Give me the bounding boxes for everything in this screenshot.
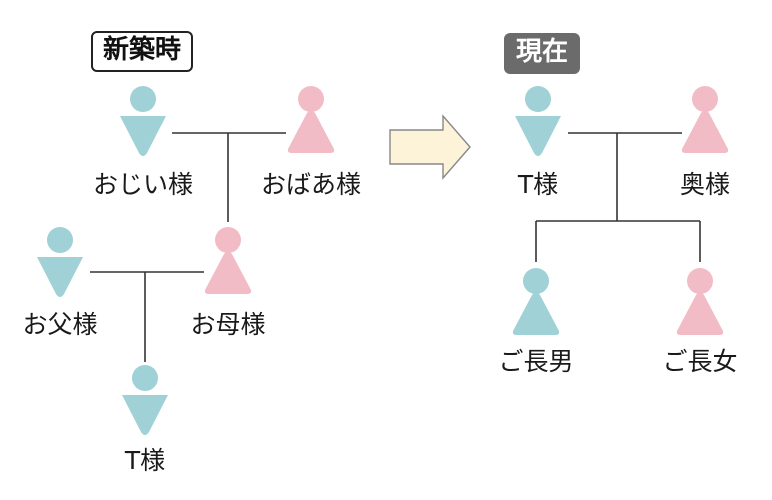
female-person-icon: [512, 268, 560, 335]
label-daughter: ご長女: [662, 347, 738, 376]
female-person-icon: [204, 227, 252, 294]
right-arrow-icon: [389, 114, 471, 180]
male-person-icon: [120, 86, 166, 156]
label-mother: お母様: [190, 310, 266, 339]
label-t-now: T様: [517, 170, 559, 199]
label-grandmother: おばあ様: [260, 170, 362, 199]
male-person-icon: [515, 86, 561, 156]
tag-then: 新築時: [91, 31, 194, 72]
connector-lines-now: [535, 132, 701, 262]
label-grandfather: おじい様: [92, 170, 194, 199]
female-person-icon: [681, 86, 729, 153]
male-person-icon: [122, 365, 168, 435]
connector-lines-then: [90, 132, 286, 362]
label-father: お父様: [22, 310, 98, 339]
label-son: ご長男: [498, 347, 574, 376]
male-person-icon: [37, 227, 83, 297]
female-person-icon: [287, 86, 335, 153]
label-t-then: T様: [124, 446, 166, 475]
female-person-icon: [676, 268, 724, 335]
tag-now: 現在: [504, 33, 581, 74]
label-wife: 奥様: [679, 170, 731, 199]
